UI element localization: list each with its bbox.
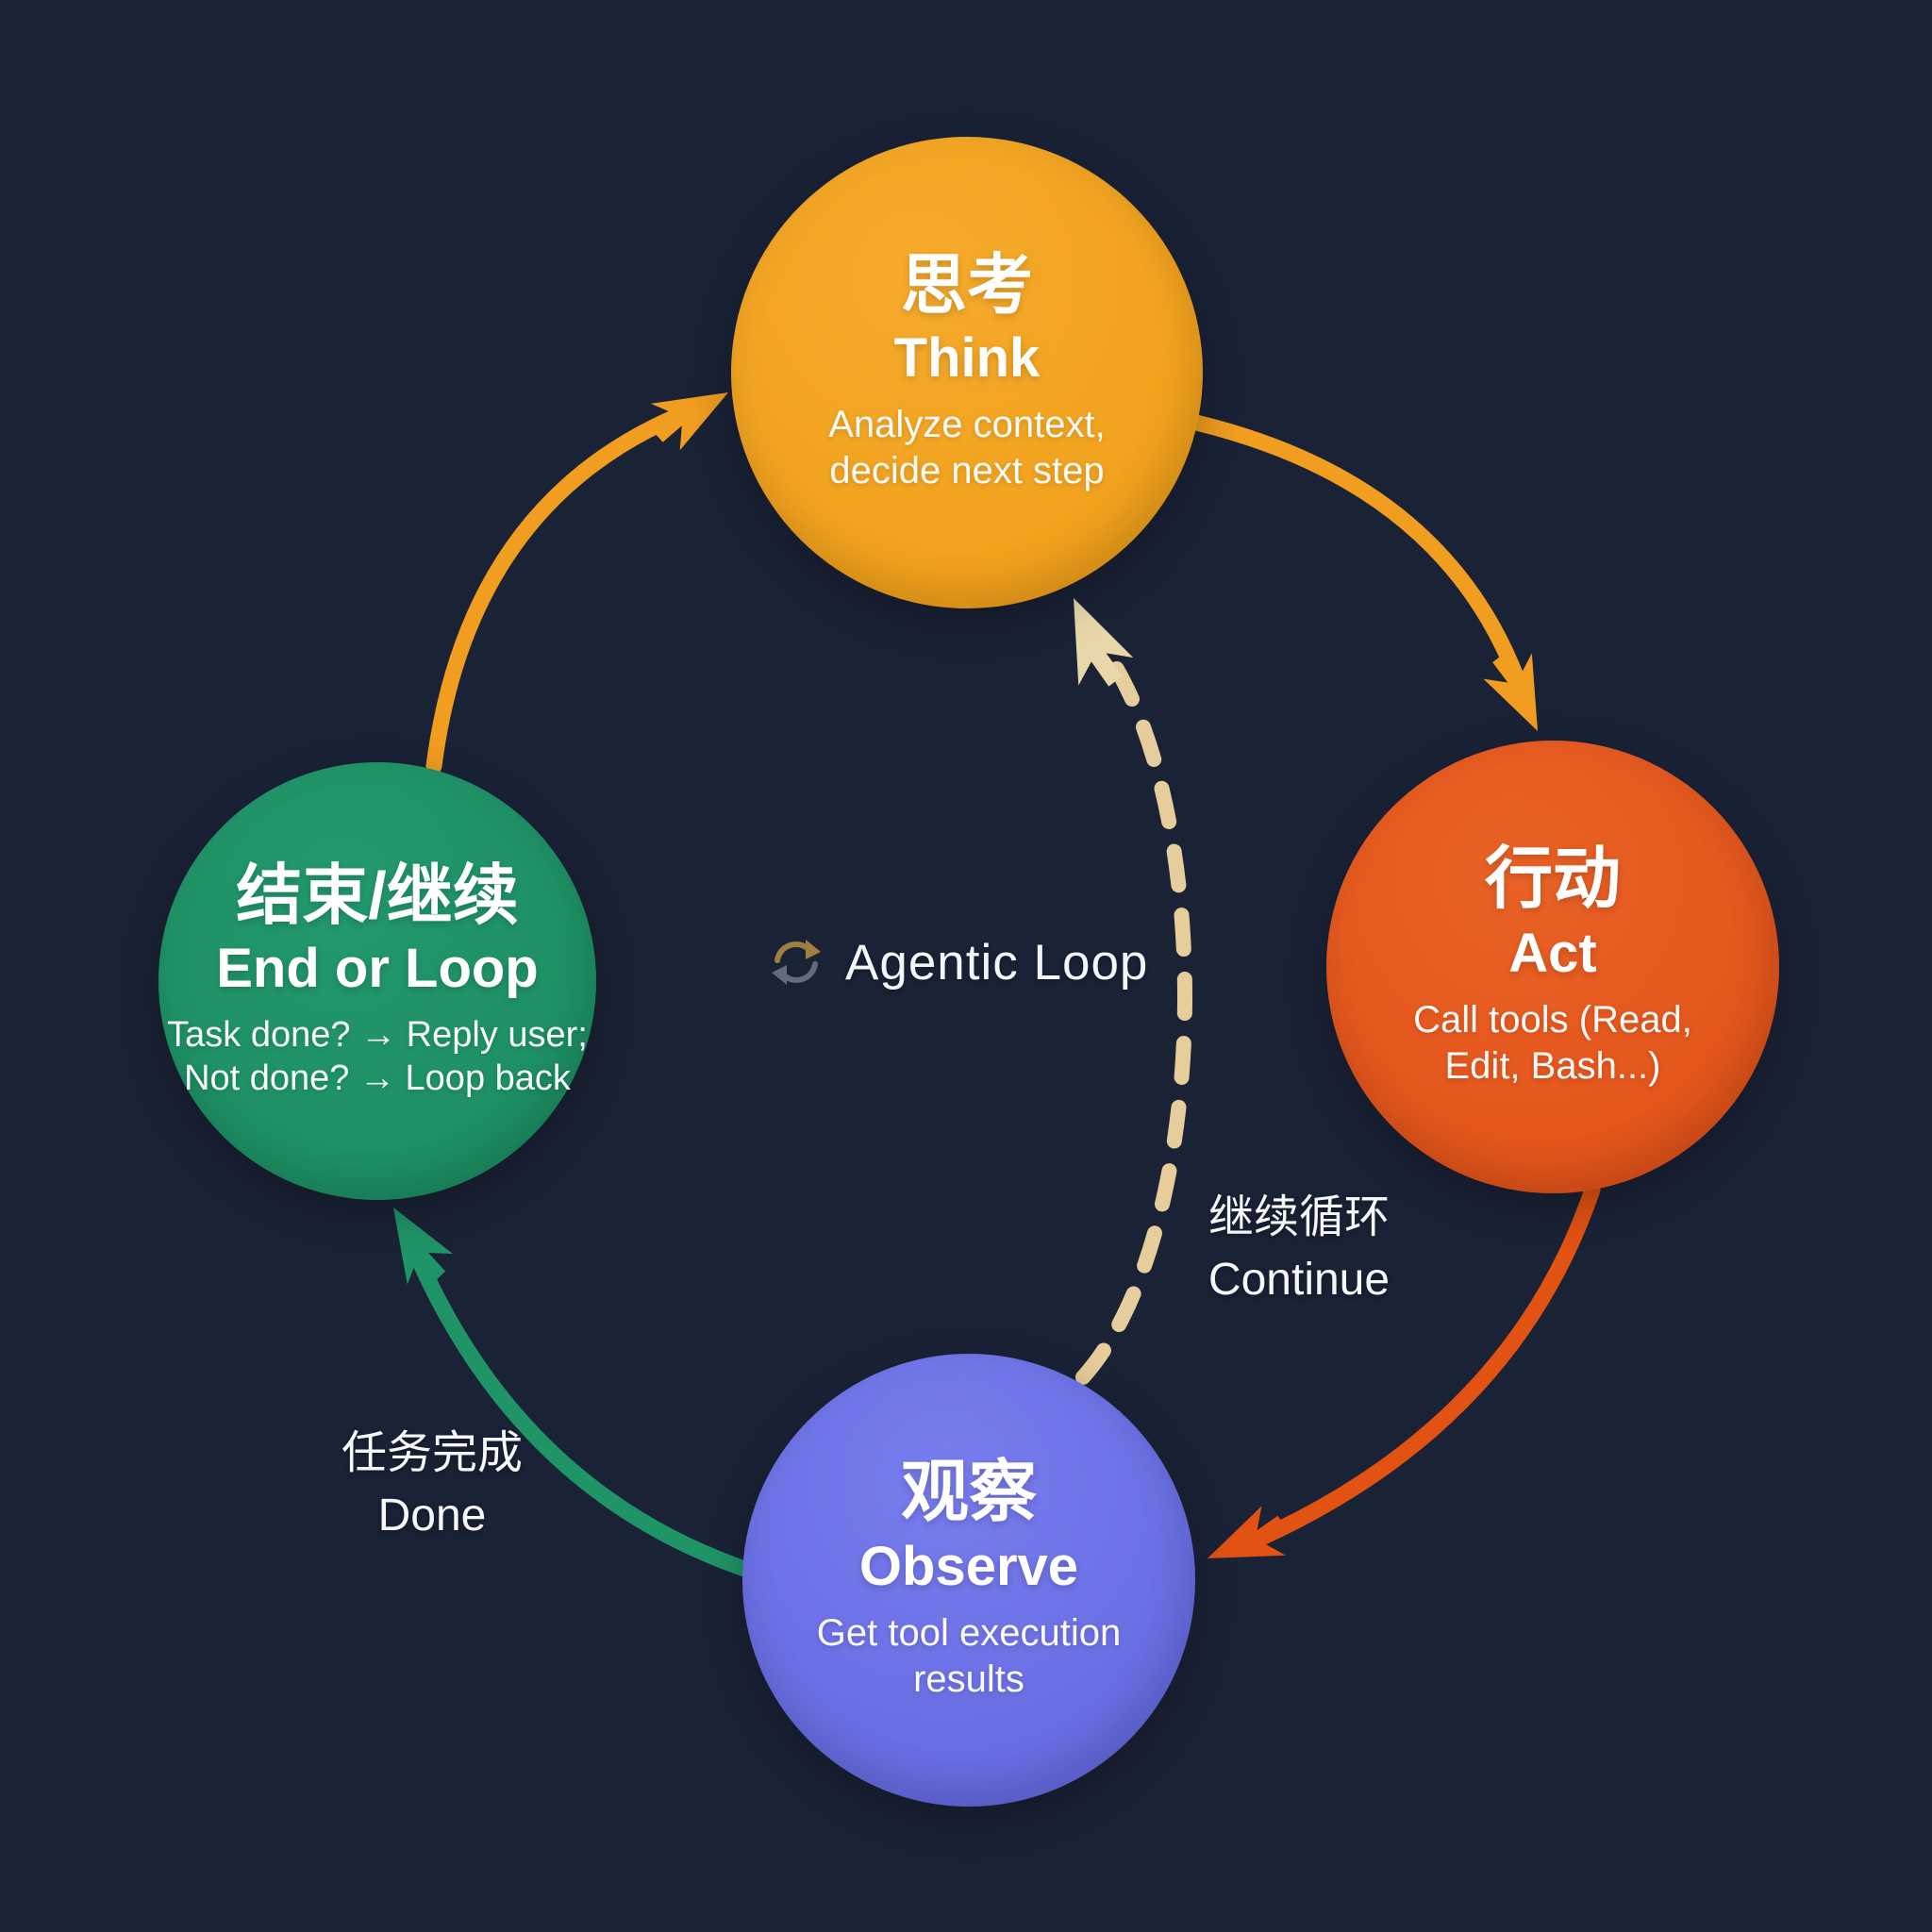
- edge-label-continue-en: Continue: [1208, 1255, 1391, 1306]
- node-end-or-loop: 结束/继续 End or Loop Task done? → Reply use…: [158, 762, 596, 1200]
- arrow-observe-to-think-dashed: [1075, 615, 1192, 1385]
- edge-label-done-zh: 任务完成: [341, 1428, 523, 1478]
- center-caption-text: Agentic Loop: [845, 934, 1149, 991]
- node-think: 思考 Think Analyze context, decide next st…: [731, 137, 1203, 608]
- edge-label-done: 任务完成 Done: [243, 1423, 621, 1547]
- node-observe: 观察 Observe Get tool execution results: [742, 1354, 1195, 1807]
- node-act: 行动 Act Call tools (Read, Edit, Bash...): [1326, 741, 1779, 1193]
- edge-label-continue: 继续循环 Continue: [1110, 1187, 1488, 1311]
- node-act-title-zh: 行动: [1484, 841, 1621, 917]
- arrowhead-end-to-think: [641, 369, 742, 458]
- node-act-title-en: Act: [1508, 922, 1597, 984]
- node-end-title-zh: 结束/继续: [236, 858, 519, 933]
- arrow-think-to-act: [1188, 414, 1535, 714]
- arrowhead-think-to-act: [1476, 642, 1562, 743]
- node-observe-description: Get tool execution results: [816, 1612, 1122, 1701]
- node-end-description: Task done? → Reply user; Not done? → Loo…: [167, 1014, 588, 1099]
- node-observe-title-en: Observe: [858, 1535, 1079, 1597]
- arrowhead-act-to-observe: [1196, 1500, 1296, 1583]
- arrow-end-to-think: [425, 397, 712, 774]
- node-observe-title-zh: 观察: [900, 1454, 1037, 1530]
- center-caption: Agentic Loop: [766, 932, 1148, 992]
- arrowhead-observe-to-end: [370, 1193, 460, 1294]
- node-think-title-en: Think: [893, 326, 1041, 389]
- node-end-title-en: End or Loop: [216, 937, 539, 999]
- loop-refresh-icon: [772, 940, 821, 985]
- arrow-observe-to-end: [397, 1220, 761, 1580]
- arrow-act-to-observe: [1227, 1181, 1601, 1557]
- node-think-description: Analyze context, decide next step: [828, 404, 1106, 492]
- edge-label-done-en: Done: [377, 1491, 487, 1541]
- node-think-title-zh: 思考: [901, 248, 1033, 322]
- node-act-description: Call tools (Read, Edit, Bash...): [1413, 999, 1692, 1088]
- edge-label-continue-zh: 继续循环: [1208, 1192, 1390, 1242]
